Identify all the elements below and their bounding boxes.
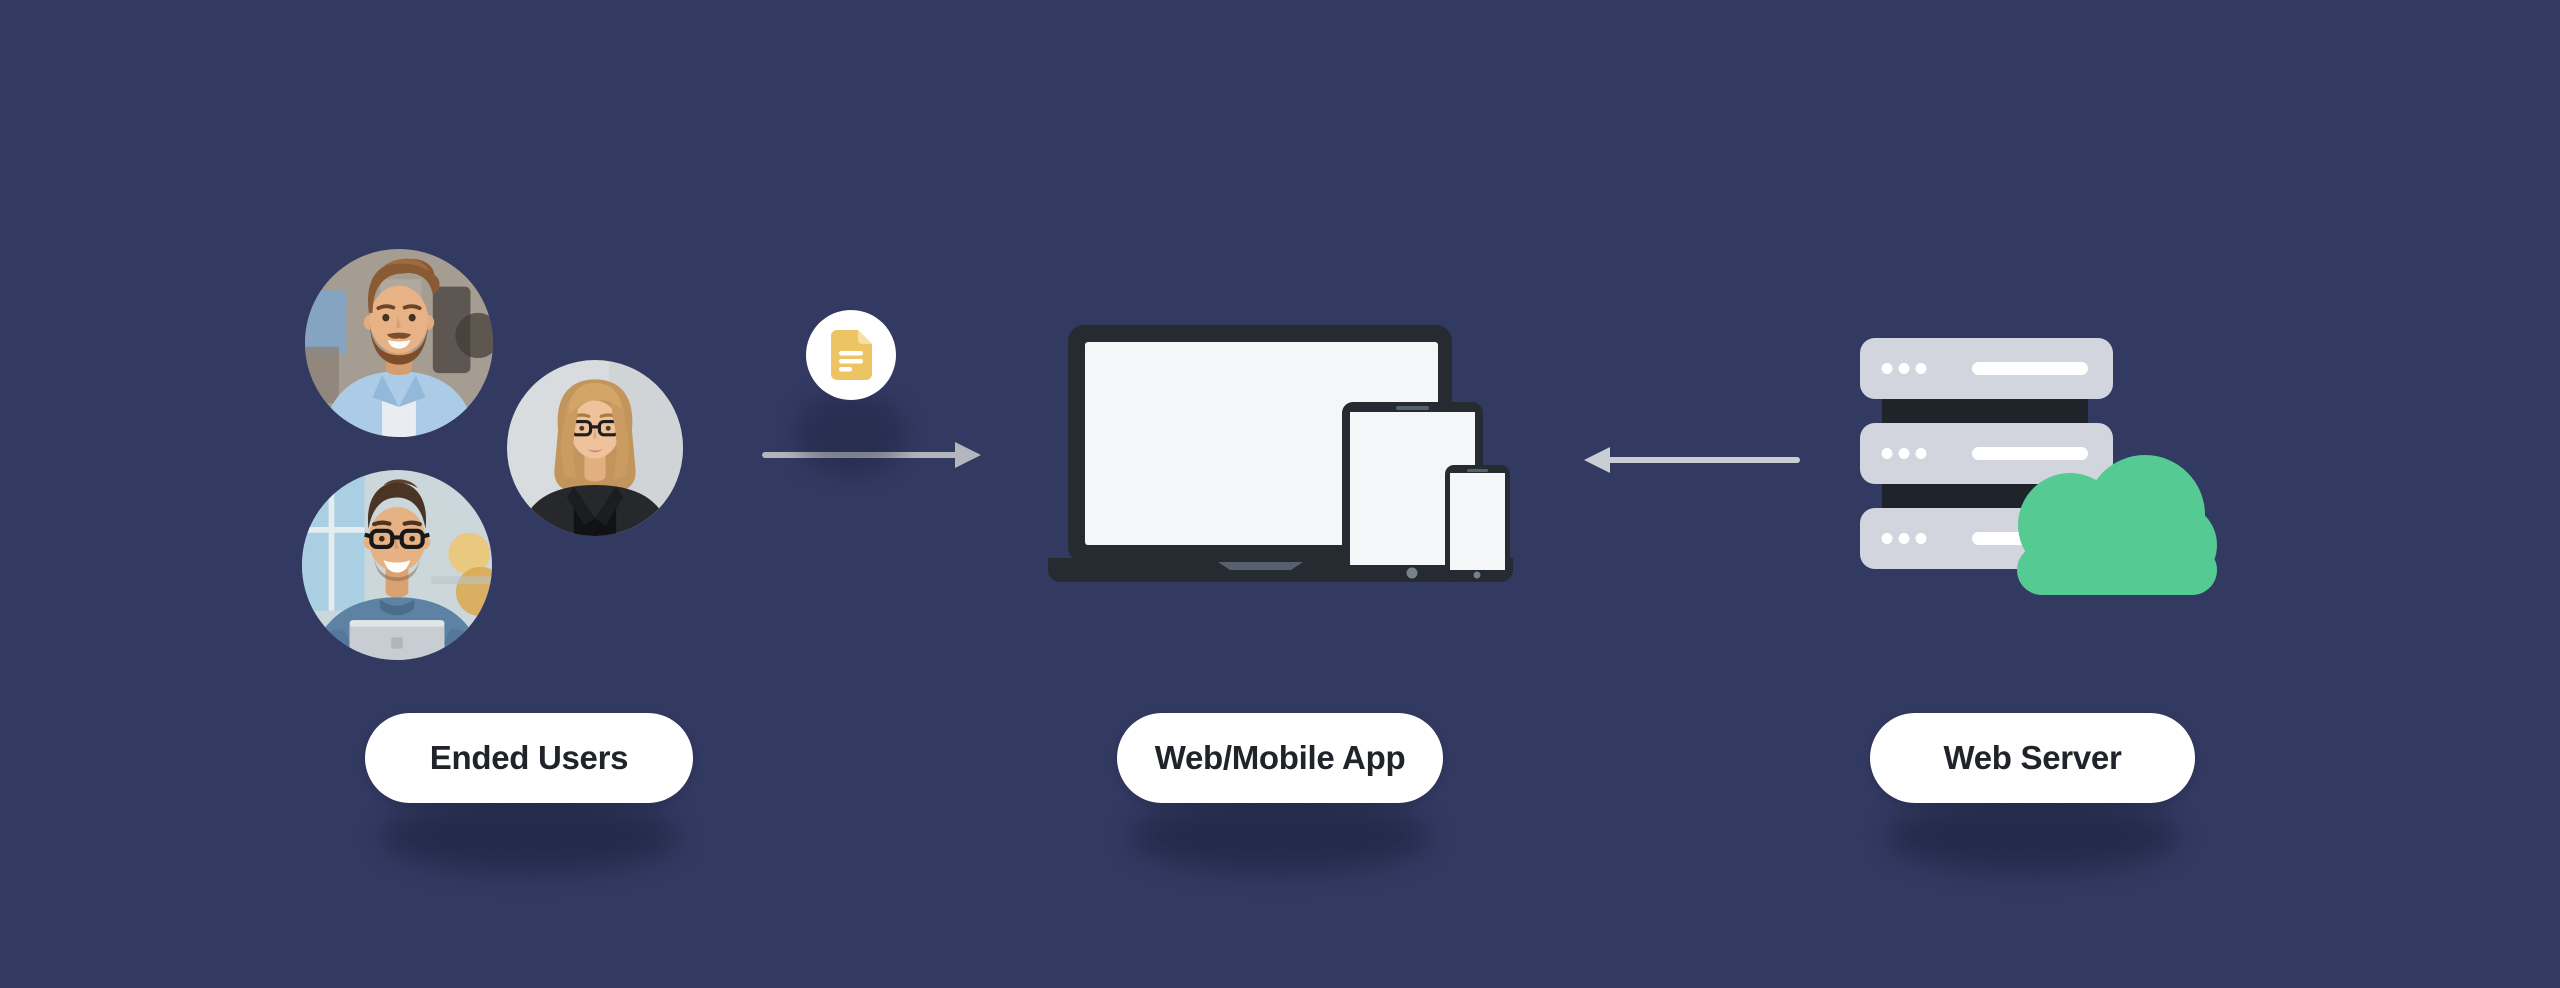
tablet-home-button [1406, 567, 1418, 579]
arrow-users-to-app [762, 442, 981, 468]
end-users-label-text: Ended Users [429, 739, 629, 776]
avatar-woman-glasses [507, 360, 683, 536]
web-server-label: Web Server [1870, 713, 2195, 803]
laptop-hinge-notch [1218, 562, 1303, 570]
document-badge [806, 310, 896, 400]
avatar-man-laptop-illustration [302, 470, 492, 660]
web-server-label-text: Web Server [1943, 739, 2122, 776]
avatar-woman-glasses-illustration [507, 360, 683, 536]
phone-home-button [1473, 571, 1481, 579]
devices-illustration [1048, 325, 1513, 582]
avatar-man-beard-illustration [305, 249, 493, 437]
web-mobile-app-label-shadow [1130, 800, 1430, 872]
web-server-label-shadow [1885, 800, 2180, 872]
cloud-icon [2017, 455, 2217, 595]
phone-speaker [1467, 469, 1488, 472]
tablet-speaker [1396, 406, 1429, 410]
web-mobile-app-label-text: Web/Mobile App [1154, 739, 1406, 776]
avatar-man-laptop [302, 470, 492, 660]
web-mobile-app-label: Web/Mobile App [1117, 713, 1443, 803]
server-illustration [1860, 338, 2217, 595]
server-unit-2 [1860, 423, 2113, 484]
phone [1445, 465, 1510, 582]
avatar-man-beard [305, 249, 493, 437]
end-users-label-shadow [380, 800, 680, 872]
arrow-server-to-app [1584, 447, 1800, 473]
document-badge-shadow [795, 392, 907, 476]
document-icon [831, 330, 872, 380]
end-users-label: Ended Users [365, 713, 693, 803]
server-unit-1 [1860, 338, 2113, 399]
